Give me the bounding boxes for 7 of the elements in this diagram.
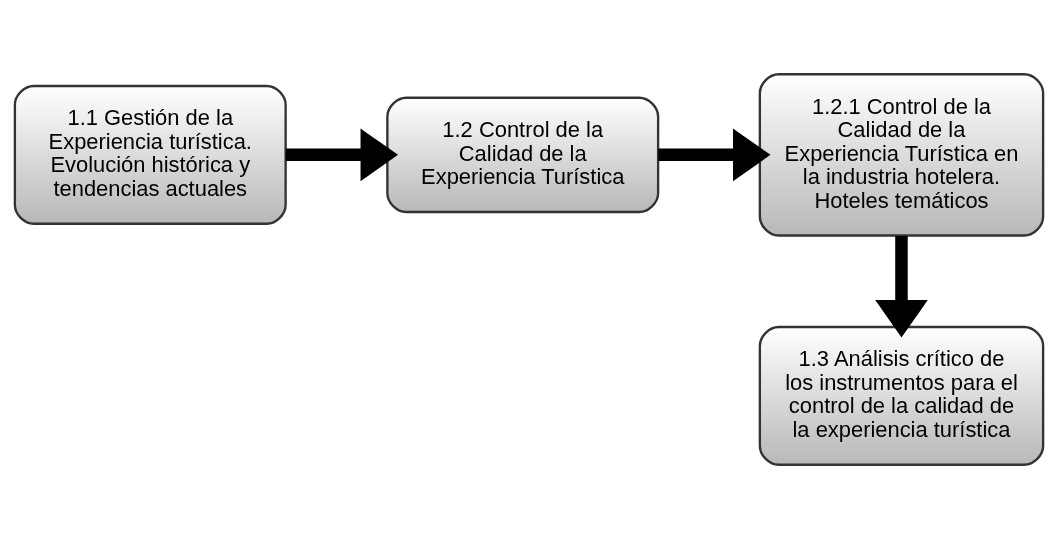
arrow bbox=[658, 128, 771, 182]
node-box: 1.3 Análisis crítico de los instrumentos para el control de la calidad de la experiencia turística bbox=[758, 325, 1045, 466]
node-box: 1.1 Gestión de la Experiencia turística. Evolución histórica y tendencias actuales bbox=[13, 84, 287, 225]
arrow bbox=[875, 236, 928, 338]
node-box: 1.2.1 Control de la Calidad de la Experiencia Turística en la industria hotelera. Hoteles temáticos bbox=[758, 73, 1045, 237]
node-box: 1.2 Control de la Calidad de la Experiencia Turística bbox=[386, 96, 660, 214]
arrow bbox=[285, 128, 399, 182]
